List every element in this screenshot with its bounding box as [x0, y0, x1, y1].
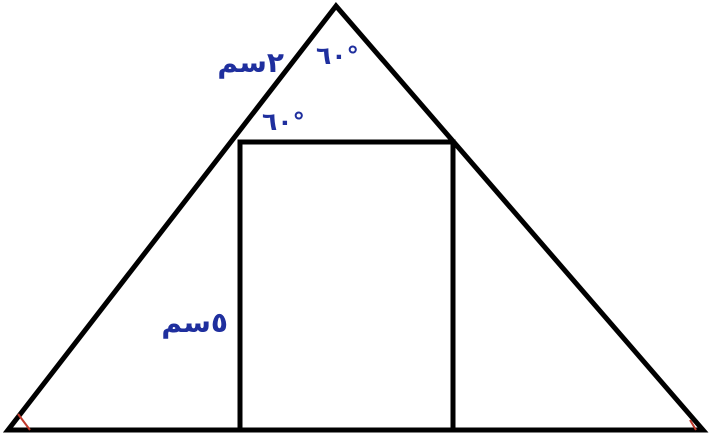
top-side-length-label: ٢سم: [217, 46, 284, 79]
inscribed-rectangle: [237, 139, 456, 433]
apex-angle-label: ٦٠°: [316, 41, 359, 70]
rectangle-height-label: ٥سم: [161, 306, 228, 339]
rectangle-corner-angle-label: ٦٠°: [262, 107, 305, 136]
left-base-corner-mark: [17, 413, 31, 431]
right-base-corner-mark: [689, 419, 697, 431]
